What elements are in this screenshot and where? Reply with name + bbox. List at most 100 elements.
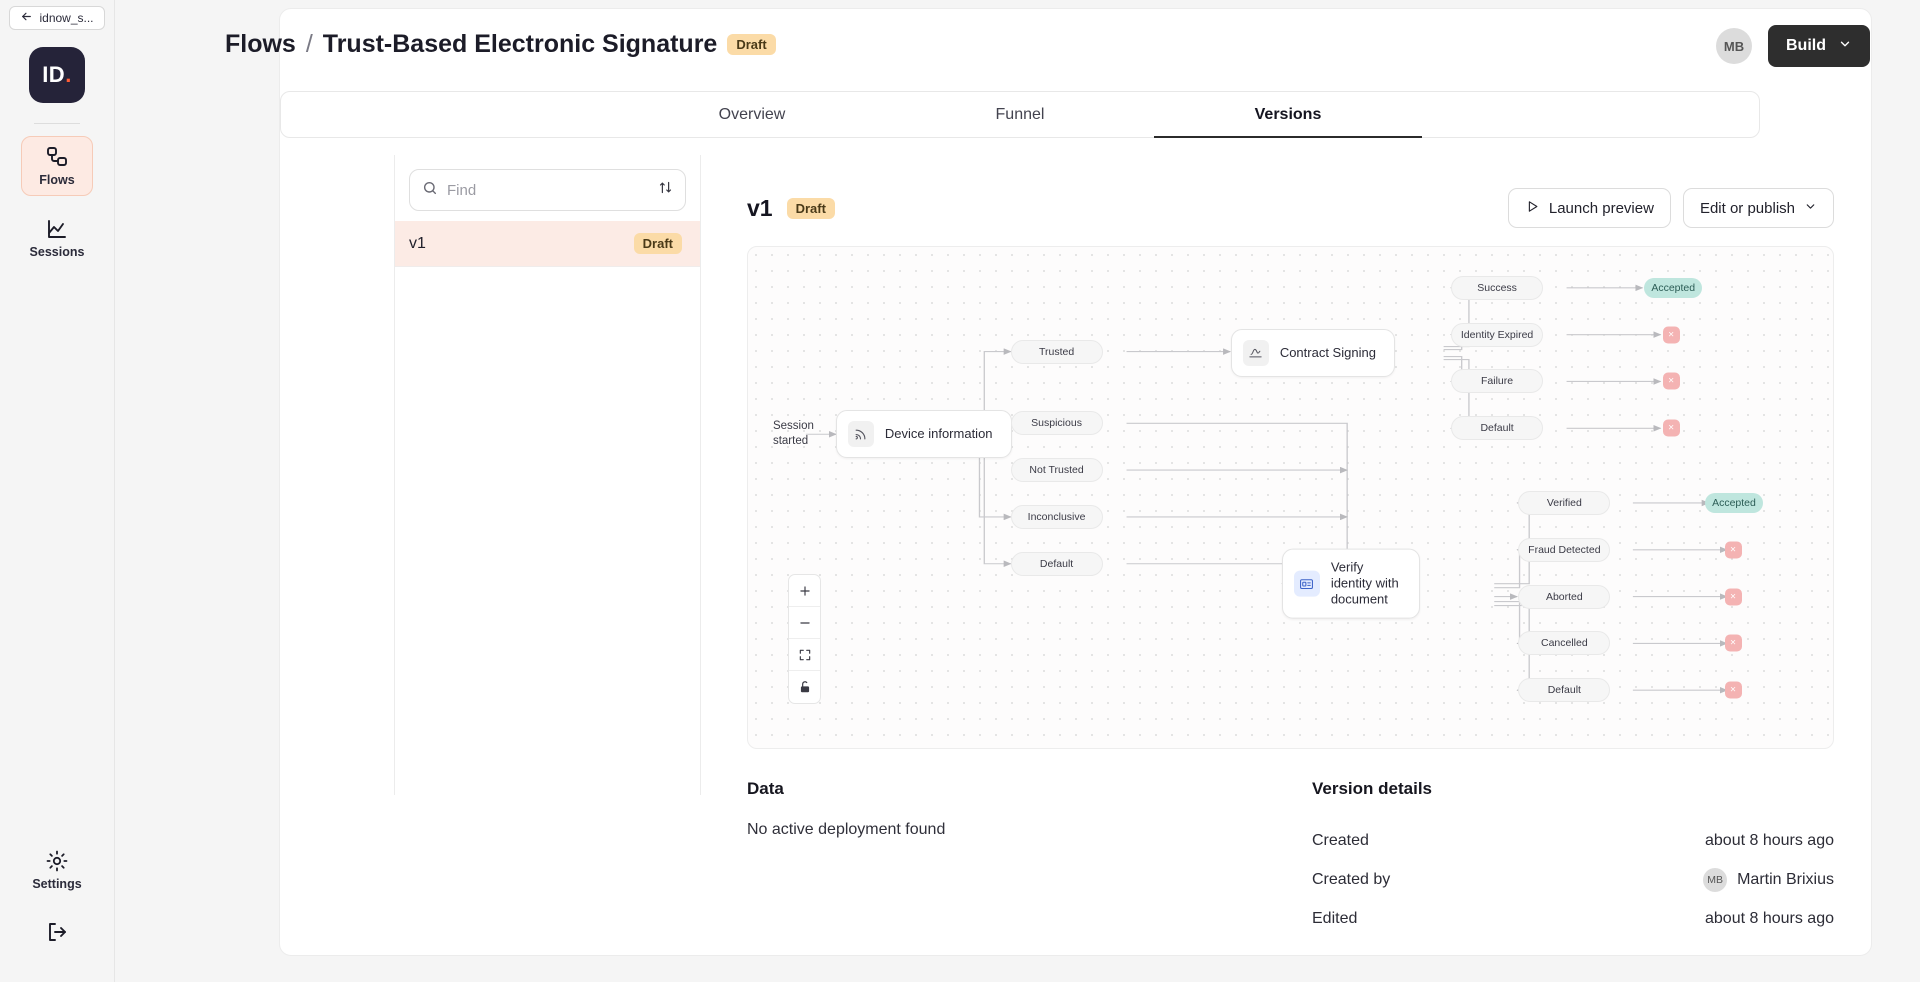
outcome-failed-default-contract[interactable]: ×: [1662, 419, 1680, 437]
node-label: Contract Signing: [1279, 344, 1376, 360]
pill-default-contract[interactable]: Default: [1451, 416, 1544, 441]
sort-icon[interactable]: [658, 180, 673, 200]
signature-icon: [1242, 339, 1269, 366]
close-icon: ×: [1724, 634, 1742, 652]
pill-label: Cancelled: [1518, 631, 1611, 656]
left-nav-rail: idnow_s... ID. Flows Sessions: [0, 0, 115, 982]
pill-label: Default: [1451, 416, 1544, 441]
zoom-in-button[interactable]: [789, 575, 820, 607]
outcome-failed-default-verify[interactable]: ×: [1724, 681, 1742, 699]
search-box[interactable]: [409, 169, 686, 211]
page-title: Trust-Based Electronic Signature: [322, 30, 718, 58]
close-icon: ×: [1662, 419, 1680, 437]
play-icon: [1525, 199, 1540, 218]
pill-label: Failure: [1451, 369, 1544, 394]
chart-icon: [45, 217, 69, 241]
tab-versions-label: Versions: [1254, 105, 1322, 123]
device-icon: [847, 421, 874, 448]
version-detail-panel: v1 Draft Launch preview Edit or publish: [701, 155, 1880, 938]
pill-fraud-detected[interactable]: Fraud Detected: [1518, 537, 1611, 562]
lock-toggle-button[interactable]: [789, 671, 820, 703]
tab-overview-label: Overview: [718, 105, 786, 123]
app-logo[interactable]: ID.: [29, 47, 85, 103]
node-label: Device information: [884, 426, 993, 442]
pill-aborted[interactable]: Aborted: [1518, 584, 1611, 609]
breadcrumb-flows-link[interactable]: Flows: [225, 30, 296, 58]
sidebar-item-settings[interactable]: Settings: [21, 840, 93, 900]
tab-versions[interactable]: Versions: [1154, 92, 1422, 138]
detail-row-created: Created about 8 hours ago: [1312, 821, 1834, 860]
zoom-out-button[interactable]: [789, 607, 820, 639]
flow-graph: Session started Device information: [748, 247, 1833, 748]
back-to-workspace-button[interactable]: idnow_s...: [9, 6, 105, 30]
sidebar-item-logout[interactable]: [21, 912, 93, 952]
pill-cancelled[interactable]: Cancelled: [1518, 631, 1611, 656]
back-label: idnow_s...: [39, 11, 94, 25]
pill-label: Fraud Detected: [1518, 537, 1611, 562]
logout-icon: [45, 920, 69, 944]
launch-preview-label: Launch preview: [1548, 199, 1654, 217]
detail-key: Edited: [1312, 909, 1358, 927]
sidebar-item-sessions-label: Sessions: [29, 245, 85, 259]
pill-label: Trusted: [1010, 339, 1103, 364]
node-verify-identity-with-document[interactable]: Verify identity with document: [1281, 548, 1420, 620]
logo-dot: .: [65, 62, 72, 87]
build-label: Build: [1786, 37, 1826, 54]
pill-identity-expired[interactable]: Identity Expired: [1451, 322, 1544, 347]
pill-not-trusted[interactable]: Not Trusted: [1010, 457, 1103, 482]
sidebar-item-flows-label: Flows: [39, 173, 75, 187]
outcome-accepted-contract[interactable]: Accepted: [1644, 278, 1703, 299]
breadcrumb: Flows / Trust-Based Electronic Signature…: [225, 30, 776, 59]
flow-canvas[interactable]: Session started Device information: [747, 246, 1834, 749]
avatar[interactable]: MB: [1716, 28, 1752, 64]
version-details-title: Version details: [1312, 779, 1432, 798]
pill-suspicious[interactable]: Suspicious: [1010, 411, 1103, 436]
pill-verified[interactable]: Verified: [1518, 491, 1611, 515]
close-icon: ×: [1724, 681, 1742, 699]
build-button[interactable]: Build: [1768, 25, 1870, 67]
edit-or-publish-button[interactable]: Edit or publish: [1682, 188, 1834, 228]
pill-label: Verified: [1518, 491, 1611, 515]
outcome-failed-failure[interactable]: ×: [1662, 372, 1680, 390]
chevron-down-icon: [1804, 200, 1817, 217]
sidebar-item-sessions[interactable]: Sessions: [21, 208, 93, 268]
detail-row-edited: Edited about 8 hours ago: [1312, 899, 1834, 938]
outcome-failed-identity-expired[interactable]: ×: [1662, 326, 1680, 344]
node-device-information[interactable]: Device information: [835, 410, 1012, 459]
outcome-accepted-verify[interactable]: Accepted: [1704, 493, 1763, 513]
pill-success[interactable]: Success: [1451, 276, 1544, 301]
pill-inconclusive[interactable]: Inconclusive: [1010, 505, 1103, 530]
outcome-failed-aborted[interactable]: ×: [1724, 588, 1742, 606]
search-icon: [422, 180, 438, 201]
outcome-failed-fraud[interactable]: ×: [1724, 541, 1742, 559]
node-contract-signing[interactable]: Contract Signing: [1230, 328, 1395, 377]
node-label: Verify identity with document: [1330, 559, 1399, 607]
pill-trusted[interactable]: Trusted: [1010, 339, 1103, 364]
version-list-panel: v1 Draft: [394, 155, 701, 795]
version-title: v1: [747, 194, 773, 221]
sidebar-item-settings-label: Settings: [32, 877, 82, 891]
outcome-failed-cancelled[interactable]: ×: [1724, 634, 1742, 652]
fit-view-button[interactable]: [789, 639, 820, 671]
flow-edges: [805, 284, 1728, 694]
sidebar-item-flows[interactable]: Flows: [21, 136, 93, 196]
detail-key: Created: [1312, 831, 1369, 849]
close-icon: ×: [1662, 326, 1680, 344]
search-input[interactable]: [447, 181, 649, 199]
version-status-badge: Draft: [633, 233, 682, 254]
tab-overview[interactable]: Overview: [618, 92, 886, 137]
pill-failure[interactable]: Failure: [1451, 369, 1544, 394]
id-card-icon: [1293, 570, 1320, 597]
pill-default-device[interactable]: Default: [1010, 551, 1103, 576]
version-detail-header: v1 Draft Launch preview Edit or publish: [701, 155, 1880, 228]
flows-icon: [45, 145, 69, 169]
search-area: [395, 155, 700, 221]
data-column: Data No active deployment found: [747, 779, 1312, 938]
list-item[interactable]: v1 Draft: [395, 221, 700, 267]
launch-preview-button[interactable]: Launch preview: [1507, 188, 1671, 228]
pill-label: Suspicious: [1010, 411, 1103, 436]
header-actions: MB Build: [1716, 25, 1870, 67]
arrow-left-icon: [20, 10, 33, 26]
tab-funnel[interactable]: Funnel: [886, 92, 1154, 137]
pill-default-verify[interactable]: Default: [1518, 678, 1611, 703]
